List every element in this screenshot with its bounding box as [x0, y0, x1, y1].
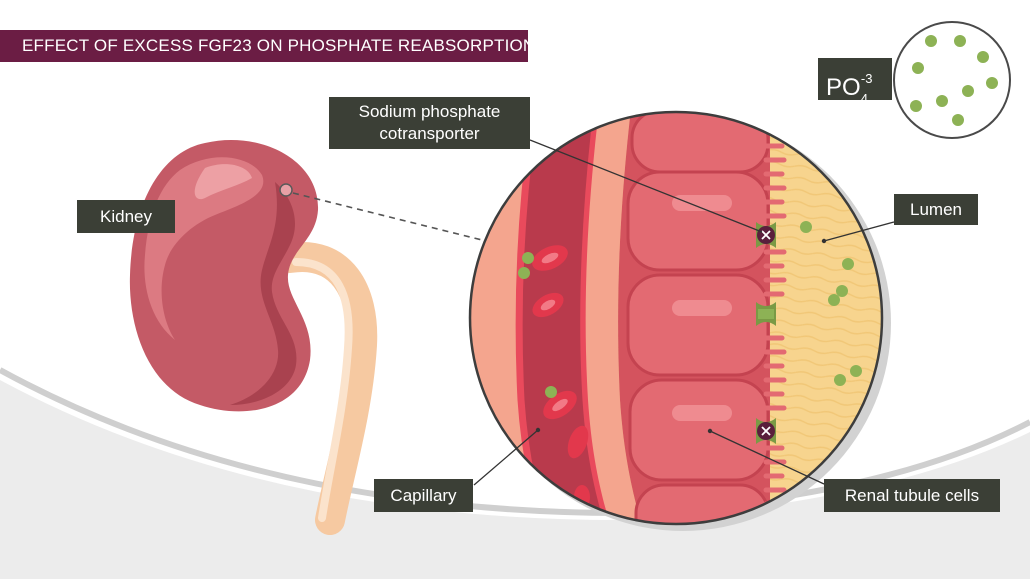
- label-phosphate-legend: PO4 -3: [818, 58, 892, 106]
- label-sodium-phosphate-cotransporter: Sodium phosphate cotransporter: [329, 97, 530, 149]
- label-renal-tubule-cells: Renal tubule cells: [824, 479, 1000, 512]
- magnifier-rim: [468, 110, 884, 526]
- cotransporter-blocked-bottom: [756, 418, 776, 444]
- label-kidney: Kidney: [77, 200, 175, 233]
- cotransporter-active: [756, 302, 776, 326]
- po4-subscript: 4: [860, 91, 868, 106]
- diagram-title: EFFECT OF EXCESS FGF23 ON PHOSPHATE REAB…: [0, 30, 535, 62]
- capillary-vessel: [518, 112, 615, 524]
- kidney-illustration: [129, 139, 319, 412]
- label-capillary: Capillary: [374, 479, 473, 512]
- ureter: [275, 242, 378, 535]
- po4-superscript: -3: [860, 71, 873, 86]
- leader-lines: [473, 139, 895, 486]
- phosphate-legend-circle: [893, 21, 1011, 139]
- label-sodium-line-1: Sodium phosphate: [358, 102, 501, 121]
- brush-border: [763, 143, 787, 507]
- label-sodium-line-2: cotransporter: [379, 124, 480, 143]
- background-ground-edge: [0, 367, 1030, 517]
- cotransporter-blocked-top: [756, 222, 776, 248]
- po4-main: PO: [826, 74, 861, 101]
- zoom-dashed-line: [292, 192, 483, 241]
- renal-tubule-cells: [626, 112, 770, 524]
- label-lumen: Lumen: [894, 194, 978, 225]
- kidney-focus-marker: [279, 183, 293, 197]
- phosphate-particles: [518, 221, 862, 398]
- background-ground: [0, 380, 1030, 579]
